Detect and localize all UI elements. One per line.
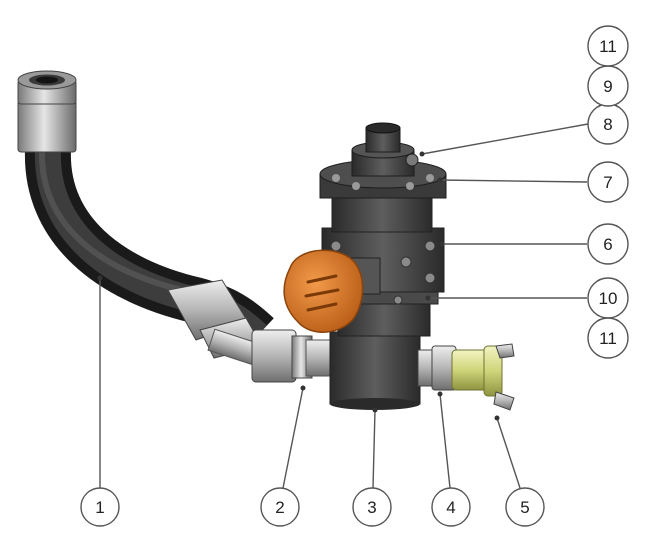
leader-7 <box>439 179 588 183</box>
svg-text:8: 8 <box>603 115 612 134</box>
claw-coupling <box>451 343 515 411</box>
callout-10: 10 <box>587 277 629 319</box>
leader-5 <box>496 417 521 489</box>
svg-text:10: 10 <box>599 289 618 308</box>
leader-2 <box>282 387 304 489</box>
svg-text:4: 4 <box>446 498 455 517</box>
callout-4: 4 <box>431 487 471 527</box>
hose-top-fitting <box>17 70 77 153</box>
svg-text:1: 1 <box>95 498 104 517</box>
svg-text:5: 5 <box>520 498 529 517</box>
handwheel-knob <box>283 249 381 333</box>
callout-5: 5 <box>505 487 545 527</box>
svg-text:6: 6 <box>603 235 612 254</box>
svg-text:3: 3 <box>367 498 376 517</box>
callout-11-bottom: 11 <box>587 317 629 359</box>
leader-4 <box>439 393 451 489</box>
leader-dots <box>97 151 500 421</box>
svg-text:2: 2 <box>275 498 284 517</box>
callout-8: 8 <box>587 103 629 145</box>
leader-3 <box>372 409 376 489</box>
svg-text:9: 9 <box>603 77 612 96</box>
callout-11-top: 11 <box>587 25 629 67</box>
callout-9: 9 <box>587 65 629 107</box>
callout-6: 6 <box>587 223 629 265</box>
right-adapter <box>417 345 457 391</box>
callout-1: 1 <box>80 487 120 527</box>
svg-text:11: 11 <box>599 37 617 56</box>
union-nut <box>251 329 339 383</box>
valve-lower-body <box>329 331 421 410</box>
callout-7: 7 <box>587 161 629 203</box>
leader-lines <box>99 123 589 489</box>
svg-text:7: 7 <box>603 173 612 192</box>
leader-8 <box>421 123 589 155</box>
top-cap <box>351 122 419 177</box>
callout-3: 3 <box>352 487 392 527</box>
callout-2: 2 <box>260 487 300 527</box>
svg-text:11: 11 <box>599 329 617 348</box>
